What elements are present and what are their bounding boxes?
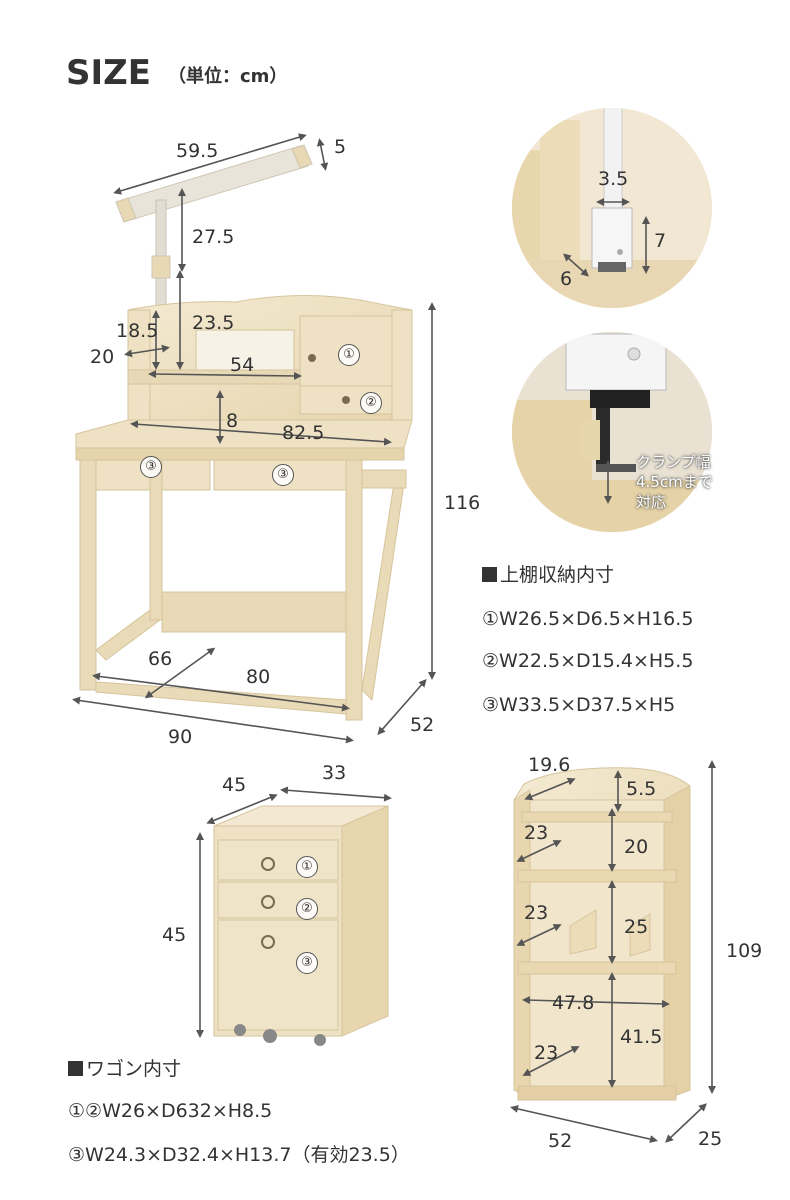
unit-note: （単位：cm） <box>168 66 288 87</box>
upper-shelf-spec-1: ①W26.5×D6.5×H16.5 <box>482 608 694 630</box>
wagon-marker-3: ③ <box>296 952 318 974</box>
bookshelf-drawing <box>510 760 716 1144</box>
dim-desk-inner: 82.5 <box>282 422 325 444</box>
dim-bs-bottom-depth: 23 <box>534 1042 559 1064</box>
upper-shelf-heading: 上棚収納内寸 <box>482 566 614 585</box>
desk-top <box>75 419 413 449</box>
dim-lamp-width: 59.5 <box>176 140 219 162</box>
dim-lamp-depth: 5 <box>334 136 347 158</box>
dim-base-depth: 6 <box>560 268 573 290</box>
dim-shelf-width: 54 <box>230 354 255 376</box>
dim-depth: 52 <box>410 714 435 736</box>
wagon-drawing <box>196 786 392 1046</box>
dim-bs-shelf2-height: 25 <box>624 916 649 938</box>
dim-bs-shelf2-depth: 23 <box>524 902 549 924</box>
dim-total-height: 116 <box>444 492 481 514</box>
desk-leg-right <box>345 459 363 721</box>
bookshelf-shelf-2 <box>517 869 677 883</box>
dim-bs-bottom-height: 41.5 <box>620 1026 663 1048</box>
dim-bs-width: 52 <box>548 1130 573 1152</box>
bookshelf-base <box>517 1085 677 1101</box>
dim-bs-shelf1-height: 20 <box>624 836 649 858</box>
wagon-marker-1: ① <box>296 856 318 878</box>
bookshelf-shelf-3 <box>517 961 677 975</box>
square-bullet-icon <box>482 567 497 582</box>
dim-base-width: 3.5 <box>598 168 629 190</box>
dim-base-height: 7 <box>654 230 667 252</box>
dim-bs-inner-width: 47.8 <box>552 992 595 1014</box>
dim-shelf-height: 23.5 <box>192 312 235 334</box>
dim-width: 90 <box>168 726 193 748</box>
wagon-drawer-1 <box>217 839 339 881</box>
marker-3-right: ③ <box>272 464 294 486</box>
page-title: SIZE <box>66 53 152 93</box>
desk-dimension-lines <box>72 133 436 744</box>
dim-under-shelf: 8 <box>226 410 239 432</box>
upper-shelf-spec-2: ②W22.5×D15.4×H5.5 <box>482 650 694 672</box>
marker-2: ② <box>360 392 382 414</box>
wagon-drawer-3 <box>217 919 339 1031</box>
wagon-heading: ワゴン内寸 <box>68 1060 181 1079</box>
wagon-spec-1: ①②W26×D632×H8.5 <box>68 1100 273 1122</box>
dim-shelf-gap: 20 <box>90 346 115 368</box>
dim-wagon-height: 45 <box>162 924 187 946</box>
dim-leg-depth: 66 <box>148 648 173 670</box>
dim-lamp-arm: 18.5 <box>116 320 159 342</box>
lamp-pole <box>155 199 167 311</box>
dim-lamp-height: 27.5 <box>192 226 235 248</box>
dim-wagon-width: 33 <box>322 762 347 784</box>
dim-bs-top-depth: 19.6 <box>528 754 571 776</box>
wagon-drawer-2 <box>217 881 339 919</box>
desk-leg-left <box>79 459 97 691</box>
detail-clamp <box>512 332 712 532</box>
marker-1: ① <box>338 344 360 366</box>
bookshelf-shelf-1 <box>521 811 673 823</box>
upper-shelf-spec-3: ③W33.5×D37.5×H5 <box>482 694 676 716</box>
marker-3-left: ③ <box>140 456 162 478</box>
dim-bs-shelf1-depth: 23 <box>524 822 549 844</box>
clamp-note: クランプ幅 4.5cmまで 対応 <box>636 453 713 511</box>
dim-bs-top-height: 5.5 <box>626 778 657 800</box>
detail-lamp-base <box>512 108 712 308</box>
dim-leg-width: 80 <box>246 666 271 688</box>
dim-wagon-depth: 45 <box>222 774 247 796</box>
dim-bs-total-height: 109 <box>726 940 763 962</box>
wagon-marker-2: ② <box>296 898 318 920</box>
square-bullet-icon <box>68 1061 83 1076</box>
dim-bs-depth: 25 <box>698 1128 723 1150</box>
wagon-spec-2: ③W24.3×D32.4×H13.7（有効23.5） <box>68 1144 410 1166</box>
